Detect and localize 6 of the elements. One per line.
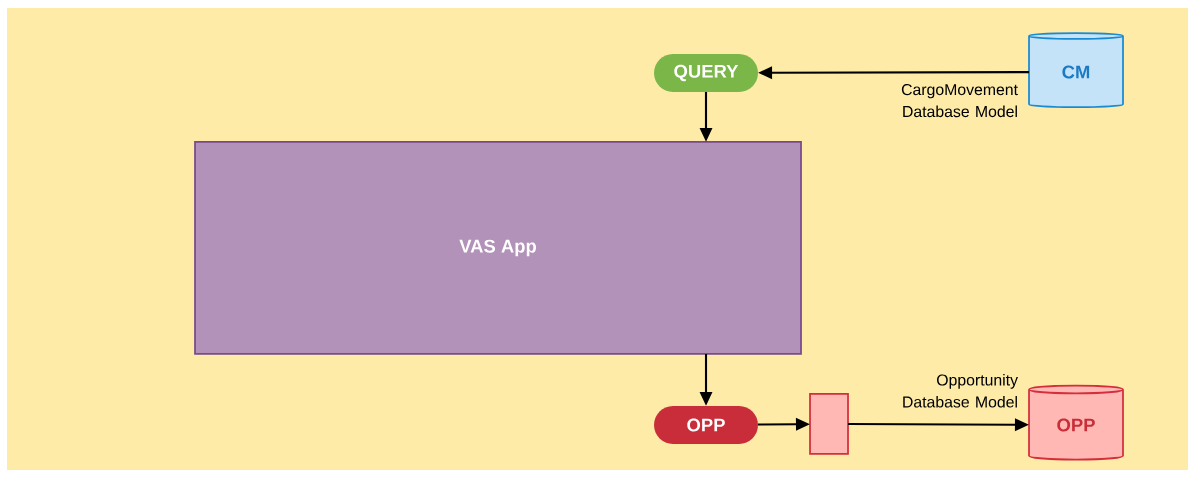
database-cylinder: OPP [1028, 384, 1124, 461]
node-label: CargoMovement Database Model [901, 84, 1018, 118]
node-label: Opportunity Database Model [903, 374, 1018, 408]
connector-box [809, 393, 849, 455]
database-cylinder: CM [1028, 32, 1124, 108]
app-box: VAS App [194, 141, 802, 355]
